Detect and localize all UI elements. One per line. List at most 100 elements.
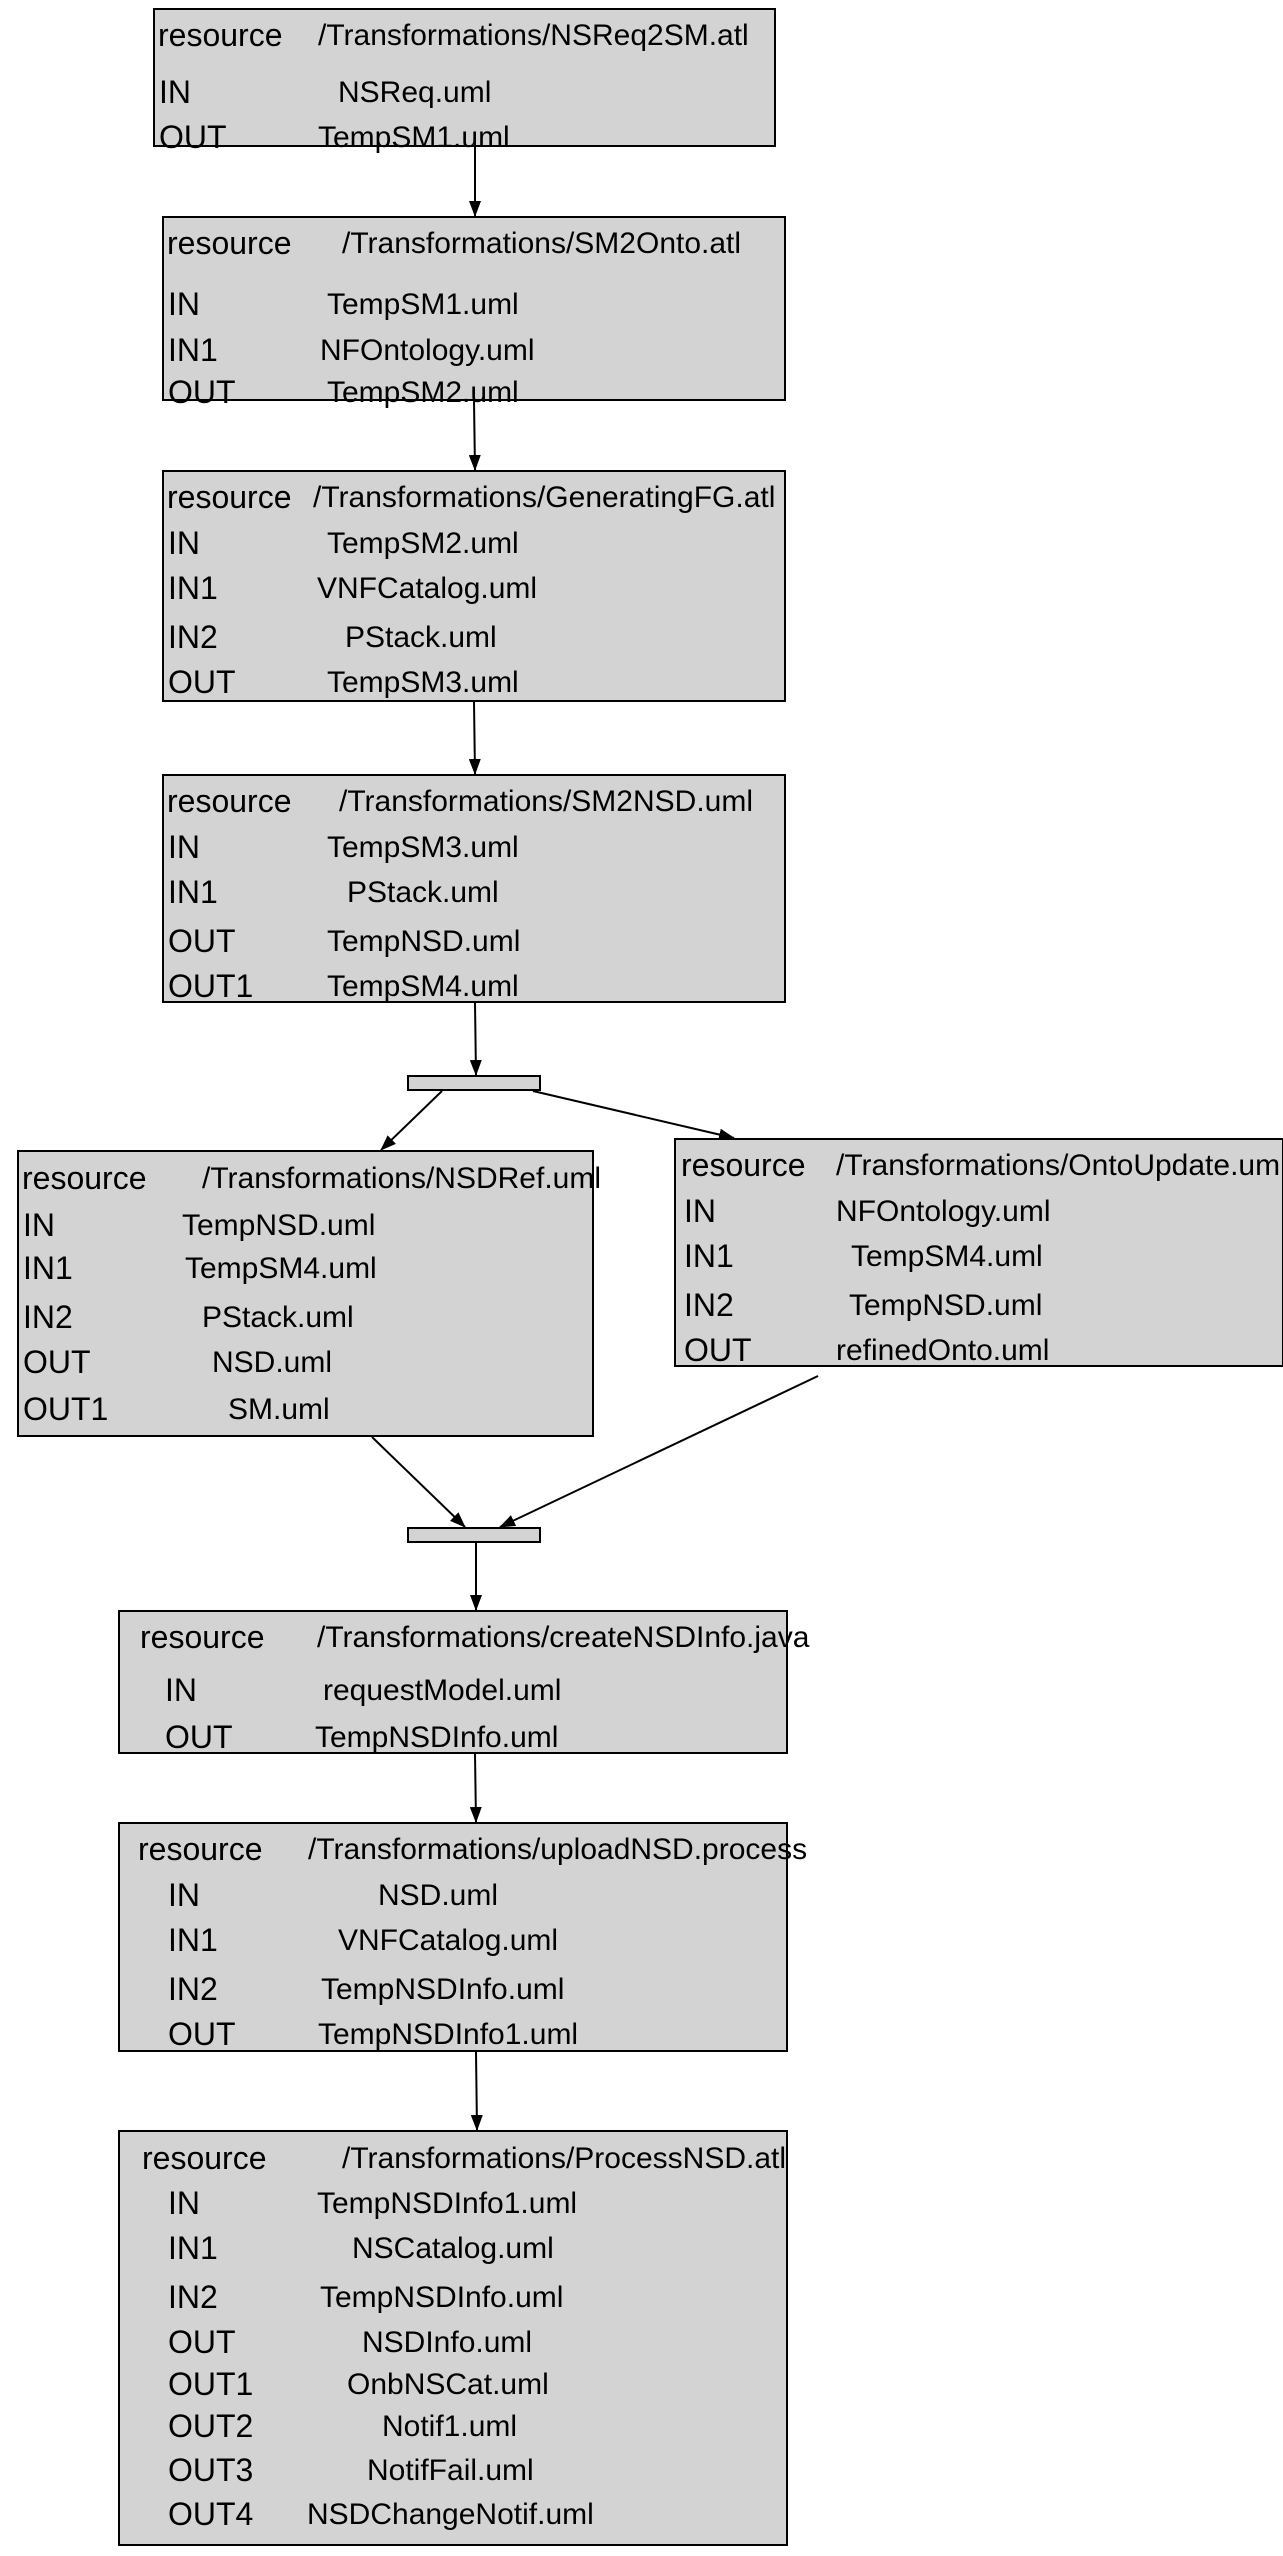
port-model-file: TempNSDInfo.uml: [321, 1973, 565, 2006]
port-label: OUT4: [168, 2496, 254, 2532]
port-label: IN: [168, 2185, 200, 2221]
resource-label: resource: [167, 783, 292, 819]
edge-fork-bar-to-nsdref: [380, 1090, 443, 1151]
port-label: IN1: [168, 874, 218, 910]
resource-label: resource: [22, 1160, 147, 1196]
port-model-file: NSD.uml: [212, 1346, 333, 1379]
port-model-file: TempNSDInfo.uml: [320, 2281, 564, 2314]
port-model-file: TempSM4.uml: [851, 1240, 1043, 1273]
port-model-file: TempNSDInfo.uml: [315, 1721, 559, 1754]
port-label: IN1: [168, 2230, 218, 2266]
port-label: OUT: [684, 1332, 752, 1368]
edge-fork-bar-to-ontoupdate: [532, 1090, 735, 1141]
port-model-file: TempNSD.uml: [327, 925, 521, 958]
port-model-file: NotifFail.uml: [367, 2454, 534, 2487]
port-label: OUT1: [168, 968, 254, 1004]
port-model-file: VNFCatalog.uml: [338, 1924, 559, 1957]
edge-sm2nsd-to-fork-bar: [469, 1002, 482, 1076]
resource-label: resource: [167, 225, 292, 261]
port-label: IN1: [168, 332, 218, 368]
port-model-file: OnbNSCat.uml: [347, 2368, 549, 2401]
port-model-file: NSD.uml: [378, 1879, 499, 1912]
port-label: IN: [23, 1207, 55, 1243]
port-label: OUT: [159, 119, 227, 155]
port-model-file: TempSM2.uml: [327, 376, 519, 409]
port-label: IN2: [684, 1287, 734, 1323]
resource-path: /Transformations/NSReq2SM.atl: [318, 19, 749, 52]
resource-path: /Transformations/GeneratingFG.atl: [313, 481, 776, 514]
port-model-file: SM.uml: [228, 1393, 330, 1426]
resource-label: resource: [167, 479, 292, 515]
port-label: IN2: [168, 1971, 218, 2007]
resource-path: /Transformations/SM2NSD.uml: [339, 785, 753, 818]
port-model-file: TempSM1.uml: [318, 121, 510, 154]
port-label: IN1: [684, 1238, 734, 1274]
resource-path: /Transformations/ProcessNSD.atl: [342, 2142, 787, 2175]
port-label: IN: [159, 74, 191, 110]
port-model-file: NSCatalog.uml: [352, 2232, 554, 2265]
port-label: IN1: [23, 1250, 73, 1286]
port-model-file: NSReq.uml: [338, 76, 492, 109]
port-model-file: PStack.uml: [202, 1301, 354, 1334]
port-label: OUT3: [168, 2452, 254, 2488]
port-label: IN: [168, 286, 200, 322]
edge-ontoupdate-to-join-bar: [499, 1375, 819, 1528]
resource-label: resource: [681, 1147, 806, 1183]
port-model-file: TempSM3.uml: [327, 831, 519, 864]
port-label: OUT2: [168, 2408, 254, 2444]
port-model-file: TempSM3.uml: [327, 666, 519, 699]
port-label: IN1: [168, 1922, 218, 1958]
transformation-node-generatingfg: resource/Transformations/GeneratingFG.at…: [162, 470, 786, 702]
port-label: IN2: [168, 2279, 218, 2315]
port-model-file: TempSM4.uml: [185, 1252, 377, 1285]
port-model-file: NSDChangeNotif.uml: [307, 2498, 594, 2531]
resource-path: /Transformations/uploadNSD.process: [308, 1833, 808, 1866]
edge-nsdref-to-join-bar: [371, 1436, 466, 1528]
port-model-file: NSDInfo.uml: [362, 2326, 533, 2359]
port-model-file: TempNSD.uml: [182, 1209, 376, 1242]
port-label: IN: [165, 1672, 197, 1708]
port-model-file: TempNSD.uml: [849, 1289, 1043, 1322]
port-model-file: NFOntology.uml: [320, 334, 535, 367]
resource-label: resource: [138, 1831, 263, 1867]
port-model-file: TempNSDInfo1.uml: [317, 2187, 578, 2220]
port-label: OUT: [165, 1719, 233, 1755]
resource-label: resource: [158, 17, 283, 53]
port-label: IN: [168, 829, 200, 865]
port-label: IN2: [23, 1299, 73, 1335]
port-label: IN: [168, 525, 200, 561]
port-label: IN: [168, 1877, 200, 1913]
port-label: OUT: [168, 2016, 236, 2052]
port-model-file: TempSM1.uml: [327, 288, 519, 321]
resource-path: /Transformations/NSDRef.uml: [202, 1162, 601, 1195]
fork-bar: [407, 1075, 541, 1091]
port-model-file: refinedOnto.uml: [836, 1334, 1050, 1367]
edge-creatensdinfo-to-uploadnsd: [469, 1753, 482, 1823]
resource-path: /Transformations/OntoUpdate.uml: [836, 1149, 1283, 1182]
edge-generatingfg-to-sm2nsd: [468, 701, 481, 775]
port-label: OUT: [168, 374, 236, 410]
resource-path: /Transformations/createNSDInfo.java: [317, 1621, 810, 1654]
port-label: IN: [684, 1193, 716, 1229]
port-model-file: Notif1.uml: [382, 2410, 518, 2443]
port-label: OUT: [23, 1344, 91, 1380]
resource-label: resource: [140, 1619, 265, 1655]
port-label: OUT: [168, 923, 236, 959]
port-model-file: TempSM4.uml: [327, 970, 519, 1003]
port-label: OUT1: [23, 1391, 109, 1427]
port-model-file: NFOntology.uml: [836, 1195, 1051, 1228]
port-model-file: PStack.uml: [345, 621, 497, 654]
port-model-file: VNFCatalog.uml: [317, 572, 538, 605]
port-model-file: TempSM2.uml: [327, 527, 519, 560]
port-model-file: TempNSDInfo1.uml: [318, 2018, 579, 2051]
port-model-file: PStack.uml: [347, 876, 499, 909]
join-bar: [407, 1527, 541, 1543]
transformation-node-uploadnsd: resource/Transformations/uploadNSD.proce…: [118, 1822, 807, 2052]
